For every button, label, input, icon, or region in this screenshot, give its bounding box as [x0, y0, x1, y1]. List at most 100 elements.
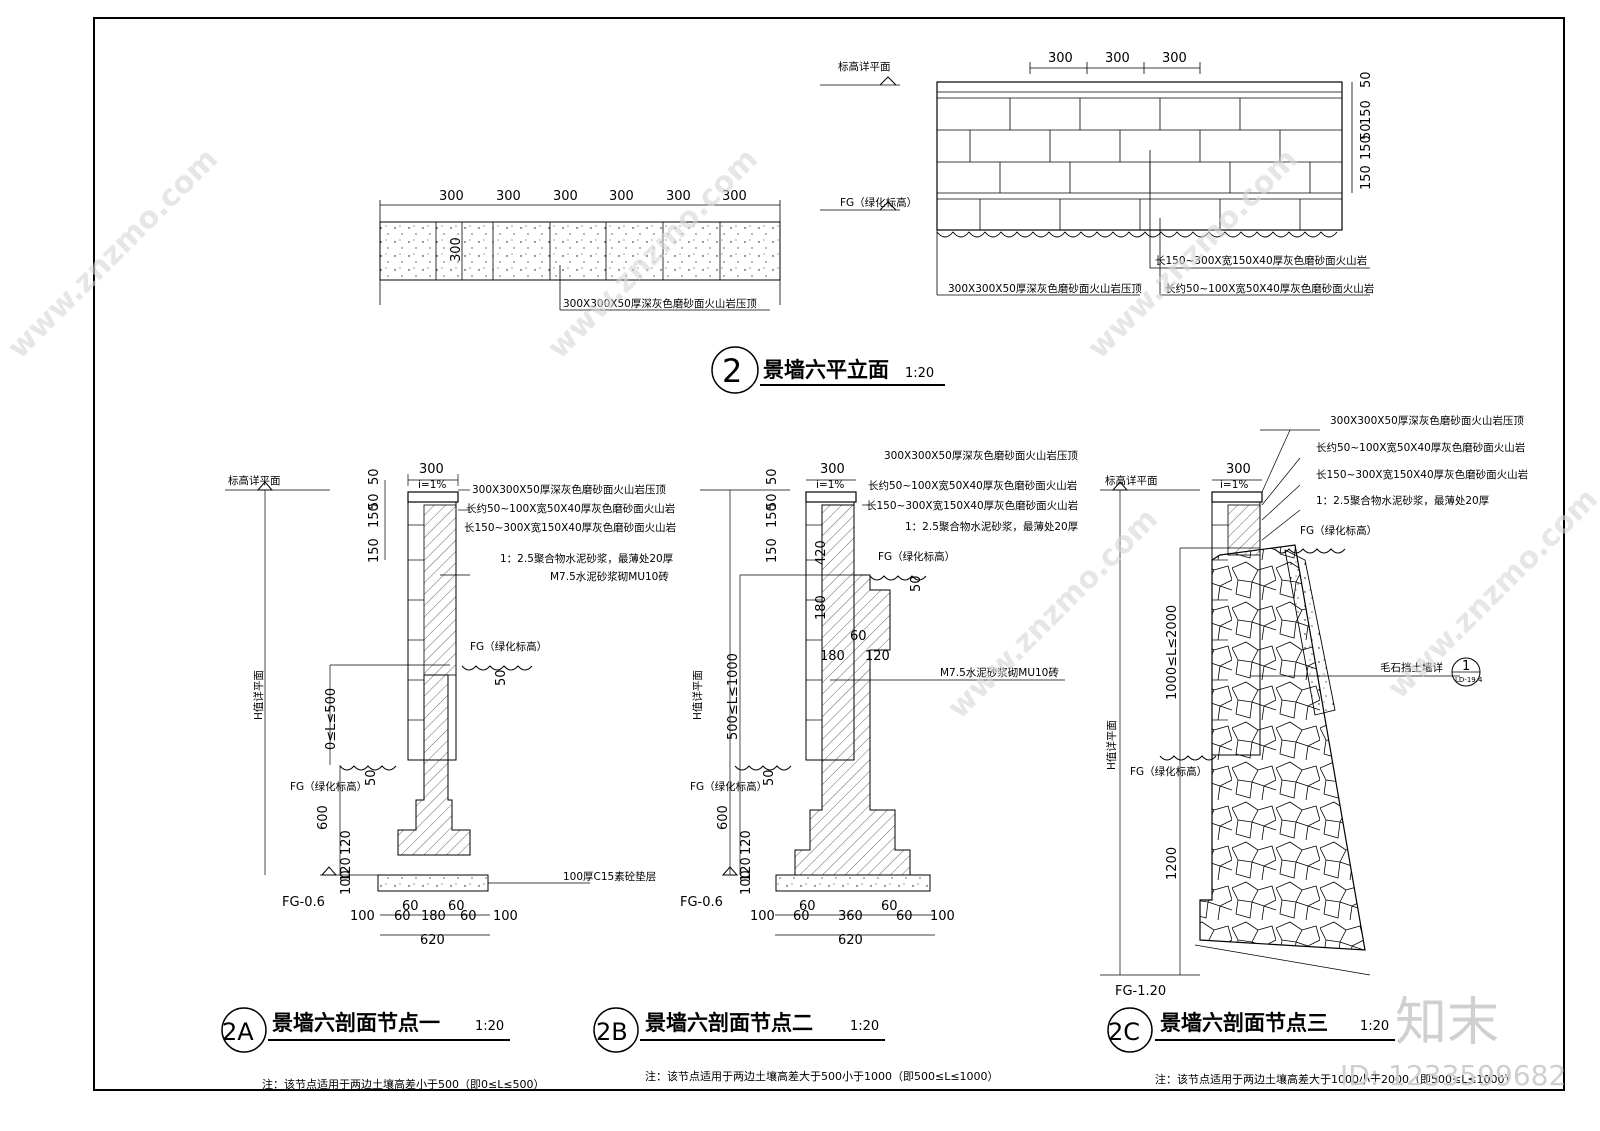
2b-title-scale: 1:20	[850, 1019, 879, 1034]
2b-bdim-3: 360	[838, 909, 863, 924]
2b-vdim-1: 50	[765, 468, 780, 485]
2c-note-1: 300X300X50厚深灰色磨砂面火山岩压顶	[1330, 414, 1524, 427]
2a-width: 300	[419, 462, 444, 477]
elev-right-dim-1: 50	[1359, 71, 1374, 88]
title-2-scale: 1:20	[905, 366, 934, 381]
2b-fg-top: FG（绿化标高）	[878, 550, 955, 563]
2b-note-1: 300X300X50厚深灰色磨砂面火山岩压顶	[884, 449, 1078, 462]
2b-note-3: 长150~300X宽150X40厚灰色磨砂面火山岩	[866, 499, 1078, 512]
2c-fg-top: FG（绿化标高）	[1300, 524, 1377, 537]
elev-cap-note: 300X300X50厚深灰色磨砂面火山岩压顶	[948, 282, 1142, 295]
2c-fg-bottom: FG（绿化标高）	[1130, 765, 1207, 778]
2b-vdim-5: 600	[716, 805, 731, 830]
2c-note-3: 长150~300X宽150X40厚灰色磨砂面火山岩	[1316, 468, 1528, 481]
plan-dim-2: 300	[496, 189, 521, 204]
2a-total: 620	[420, 933, 445, 948]
2c-retaining: 毛石挡土墙详	[1380, 661, 1443, 674]
2a-vdim-5: 600	[316, 805, 331, 830]
2b-vdim-7: 120	[739, 857, 754, 882]
2b-vdim-6: 120	[739, 830, 754, 855]
elev-fg-label: FG（绿化标高）	[840, 196, 917, 209]
2c-note-2: 长约50~100X宽50X40厚灰色磨砂面火山岩	[1316, 441, 1525, 454]
2a-fg-bottom: FG（绿化标高）	[290, 780, 367, 793]
2a-title-scale: 1:20	[475, 1019, 504, 1034]
2c-title-scale: 1:20	[1360, 1019, 1389, 1034]
2c-1200: 1200	[1165, 847, 1180, 880]
2c-width: 300	[1226, 462, 1251, 477]
2c-ref-no: 1	[1462, 659, 1470, 674]
2a-note-3: 长150~300X宽150X40厚灰色磨砂面火山岩	[464, 521, 676, 534]
2b-note-4: 1：2.5聚合物水泥砂浆，最薄处20厚	[905, 520, 1079, 533]
elev-right-dim-4: 150	[1359, 135, 1374, 160]
plan-dim-3: 300	[553, 189, 578, 204]
2b-bdim-6: 60	[799, 899, 816, 914]
plan-dim-5: 300	[666, 189, 691, 204]
elev-top-dim-3: 300	[1162, 51, 1187, 66]
watermark-brand: 知末	[1395, 993, 1499, 1053]
watermark-5: www.znzmo.com	[1381, 482, 1600, 706]
2b-slope: i=1%	[816, 479, 844, 491]
plan-dim-6: 300	[722, 189, 747, 204]
2b-inner-3: 60	[850, 629, 867, 644]
elev-top-dim-1: 300	[1048, 51, 1073, 66]
plan-view: 300 300 300 300 300 300 300 300X300X50厚深…	[379, 189, 781, 311]
2b-footnote: 注：该节点适用于两边土壤高差大于500小于1000（即500≤L≤1000）	[645, 1069, 999, 1083]
sheet-border	[93, 17, 1565, 1091]
2a-h-label: H值详平面	[252, 670, 265, 720]
2c-note-4: 1：2.5聚合物水泥砂浆，最薄处20厚	[1316, 494, 1490, 507]
section-2a: 300 i=1% 标高详平面 H值详平面 0≤L≤500 FG（绿化标高） FG…	[221, 462, 676, 1091]
2a-fg-top: FG（绿化标高）	[470, 640, 547, 653]
2c-slope: i=1%	[1220, 479, 1248, 491]
2c-footnote: 注：该节点适用于两边土壤高差大于1000小于2000（即500≤L≤1000）	[1155, 1072, 1516, 1086]
2b-inner-1: 420	[814, 540, 829, 565]
elev-long1-note: 长150~300X宽150X40厚灰色磨砂面火山岩	[1155, 254, 1367, 267]
plan-cap-note: 300X300X50厚深灰色磨砂面火山岩压顶	[563, 297, 757, 310]
plan-dim-4: 300	[609, 189, 634, 204]
2b-vdim-8: 100	[739, 870, 754, 895]
elev-right-dim-5: 150	[1359, 165, 1374, 190]
2b-title: 2B 景墙六剖面节点二 1:20 注：该节点适用于两边土壤高差大于500小于10…	[593, 1007, 999, 1083]
2c-range: 1000≤L≤2000	[1165, 605, 1180, 700]
2a-bdim-7: 60	[448, 899, 465, 914]
plan-dim-1: 300	[439, 189, 464, 204]
elev-right-dim-3: 50	[1359, 123, 1374, 140]
2a-bdim-5: 100	[493, 909, 518, 924]
2c-level-label: 标高详平面	[1105, 474, 1158, 487]
title-2-number: 2	[722, 352, 742, 390]
2c-fg-depth: FG-1.20	[1115, 984, 1166, 999]
2a-vdim-6: 120	[339, 830, 354, 855]
2b-title-text: 景墙六剖面节点二	[645, 1011, 813, 1035]
2c-title-number: 2C	[1108, 1018, 1140, 1046]
2b-bdim-7: 60	[881, 899, 898, 914]
2b-bdim-1: 100	[750, 909, 775, 924]
2a-note-4: 1：2.5聚合物水泥砂浆，最薄处20厚	[500, 552, 674, 565]
2a-fg-depth: FG-0.6	[282, 895, 325, 910]
2b-total: 620	[838, 933, 863, 948]
elev-top-dim-2: 300	[1105, 51, 1130, 66]
title-2-text: 景墙六平立面	[763, 358, 889, 382]
2a-note-6: 100厚C15素砼垫层	[563, 870, 656, 883]
elev-right-dim-2: 150	[1359, 100, 1374, 125]
2b-title-number: 2B	[596, 1018, 628, 1046]
2a-title-text: 景墙六剖面节点一	[272, 1011, 440, 1035]
2a-vdim-1: 50	[367, 468, 382, 485]
plan-elev-title: 2 景墙六平立面 1:20	[711, 346, 945, 394]
2a-bdim-3: 180	[421, 909, 446, 924]
elev-long2-note: 长约50~100X宽50X40厚灰色磨砂面火山岩	[1165, 282, 1374, 295]
2b-inner-2: 180	[814, 595, 829, 620]
2b-note-2: 长约50~100X宽50X40厚灰色磨砂面火山岩	[868, 479, 1077, 492]
section-2c: 300 i=1% 标高详平面 H值详平面 1000≤L≤2000 1200 FG…	[1100, 414, 1528, 1086]
elev-level-label: 标高详平面	[838, 60, 891, 73]
2a-dim50-b: 50	[364, 769, 379, 786]
watermark-1: www.znzmo.com	[1, 142, 225, 366]
section-2b: 300 i=1% H值详平面 500≤L≤1000 FG（绿化标高） FG（绿化…	[593, 449, 1079, 1083]
2a-title-number: 2A	[222, 1018, 254, 1046]
2c-title-text: 景墙六剖面节点三	[1160, 1011, 1328, 1035]
2b-bdim-2: 60	[793, 909, 810, 924]
2a-footnote: 注：该节点适用于两边土壤高差小于500（即0≤L≤500）	[262, 1077, 545, 1091]
elevation-view: 300 300 300 50 150 50 150 150 标高详平面 FG（绿…	[711, 51, 1374, 394]
2b-range: 500≤L≤1000	[726, 653, 741, 740]
2b-fg-bottom: FG（绿化标高）	[690, 780, 767, 793]
2c-h-label: H值详平面	[1105, 720, 1118, 770]
2a-vdim-7: 120	[339, 857, 354, 882]
